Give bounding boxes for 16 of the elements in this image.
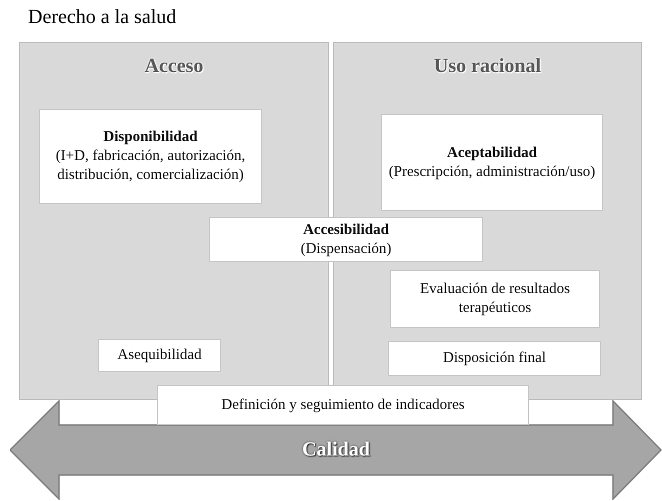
text-box: Definición y seguimiento de indicadores — [157, 385, 529, 425]
text-box: Evaluación de resultados terapéuticos — [390, 270, 600, 328]
double-arrow — [10, 400, 662, 500]
box-heading: Disponibilidad — [103, 128, 198, 148]
arrow-label: Calidad — [302, 438, 370, 462]
text-box — [39, 109, 262, 204]
text-box: Asequibilidad — [98, 339, 221, 372]
panel-heading: Acceso — [144, 55, 204, 77]
text-box: Accesibilidad (Dispensación) — [209, 217, 483, 262]
box-text: (I+D, fabricación, autorización, distribución, comercialización) — [54, 147, 246, 185]
text-box — [381, 114, 603, 211]
panel-heading: Uso racional — [434, 55, 542, 77]
diagram-title: Derecho a la salud — [28, 6, 176, 29]
box-heading: Aceptabilidad — [446, 144, 537, 162]
text-box: Disposición final — [388, 341, 601, 376]
box-text: (Prescripción, administración/uso) — [388, 162, 596, 182]
